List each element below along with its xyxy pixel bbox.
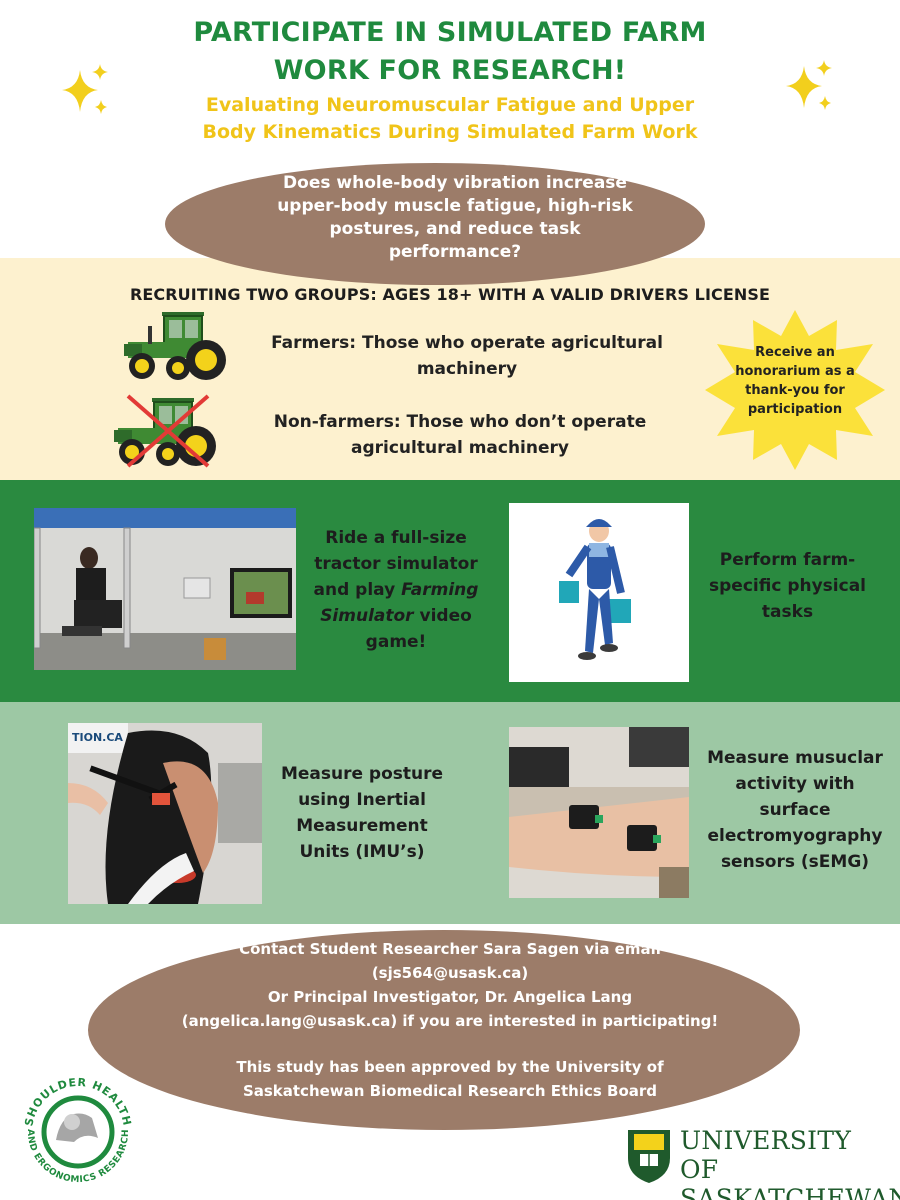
question-line: performance?	[388, 242, 522, 262]
tasks-line: Perform farm-	[719, 550, 856, 570]
semg-photo	[509, 727, 689, 898]
simulator-line: Ride a full-size	[325, 528, 467, 548]
non-farmers-group: Non-farmers: Those who don’t operate agr…	[255, 409, 665, 461]
contact-info: Contact Student Researcher Sara Sagen vi…	[140, 937, 760, 1103]
contact-ellipse	[88, 930, 800, 1130]
imu-description: Measure posture using Inertial Measureme…	[262, 761, 462, 865]
farm-worker-illustration	[509, 503, 689, 682]
simulator-line: game!	[365, 632, 427, 652]
imu-line: using Inertial	[298, 790, 426, 810]
pi-email[interactable]: (angelica.lang@usask.ca) if you are inte…	[181, 1012, 719, 1030]
ethics-line: Saskatchewan Biomedical Research Ethics …	[242, 1082, 658, 1100]
game-title-part: Farming	[401, 580, 479, 600]
semg-line: activity with	[735, 774, 855, 794]
non-farmers-line: Non-farmers: Those who don’t operate	[273, 412, 647, 432]
spacer	[140, 1033, 760, 1055]
honorarium-line: honorarium as a	[735, 364, 855, 379]
simulator-description: Ride a full-size tractor simulator and p…	[296, 525, 496, 655]
page-subtitle: Evaluating Neuromuscular Fatigue and Upp…	[0, 92, 900, 146]
she-research-logo: SHOULDER HEALTH AND ERGONOMICS RESEARCH	[14, 1068, 142, 1196]
recruiting-heading: RECRUITING TWO GROUPS: AGES 18+ WITH A V…	[129, 285, 771, 304]
tasks-line: specific physical	[709, 576, 866, 596]
semg-line: electromyography	[707, 826, 883, 846]
contact-line: Contact Student Researcher Sara Sagen vi…	[239, 940, 661, 958]
simulator-text: and play	[313, 580, 402, 600]
title-line-2: WORK FOR RESEARCH!	[273, 55, 627, 86]
honorarium-text: Receive an honorarium as a thank-you for…	[725, 343, 865, 419]
simulator-photo	[34, 508, 296, 670]
usask-line: SASKATCHEWAN	[680, 1184, 900, 1200]
page-title: PARTICIPATE IN SIMULATED FARM WORK FOR R…	[0, 14, 900, 90]
title-line-1: PARTICIPATE IN SIMULATED FARM	[193, 17, 707, 48]
imu-line: Measurement	[296, 816, 428, 836]
question-ellipse	[165, 163, 705, 285]
question-line: postures, and reduce task	[329, 219, 581, 239]
simulator-line: and play Farming	[296, 577, 496, 603]
farmers-line: Farmers: Those who operate agricultural	[271, 333, 663, 353]
honorarium-line: Receive an	[755, 345, 835, 360]
honorarium-starburst	[705, 310, 885, 470]
semg-description: Measure musuclar activity with surface e…	[696, 745, 894, 875]
tasks-description: Perform farm- specific physical tasks	[700, 547, 875, 625]
farmers-group: Farmers: Those who operate agricultural …	[262, 330, 672, 382]
simulator-line: Simulator video	[296, 603, 496, 629]
ethics-line: This study has been approved by the Univ…	[236, 1058, 664, 1076]
research-question: Does whole-body vibration increase upper…	[240, 172, 670, 264]
subtitle-line-1: Evaluating Neuromuscular Fatigue and Upp…	[205, 94, 695, 116]
game-title-part: Simulator	[320, 606, 414, 626]
simulator-text: video	[413, 606, 472, 626]
semg-line: Measure musuclar	[707, 748, 883, 768]
imu-photo: TION.CA	[68, 723, 262, 904]
contact-line: Or Principal Investigator, Dr. Angelica …	[267, 988, 633, 1006]
semg-line: surface	[759, 800, 831, 820]
simulator-line: tractor simulator	[314, 554, 478, 574]
imu-line: Measure posture	[280, 764, 444, 784]
non-farmers-line: agricultural machinery	[351, 438, 569, 458]
student-email[interactable]: (sjs564@usask.ca)	[371, 964, 529, 982]
usask-shield-icon	[626, 1128, 672, 1184]
usask-line: UNIVERSITY OF	[680, 1126, 852, 1184]
crossed-tractor-icon	[108, 392, 228, 470]
sparkle-icon-right	[782, 58, 836, 114]
farmers-line: machinery	[416, 359, 518, 379]
honorarium-line: participation	[747, 402, 843, 417]
subtitle-line-2: Body Kinematics During Simulated Farm Wo…	[202, 121, 698, 143]
sparkle-icon-left	[58, 62, 112, 118]
question-line: upper-body muscle fatigue, high-risk	[277, 196, 633, 216]
tractor-icon	[118, 306, 238, 384]
tasks-line: tasks	[761, 602, 814, 622]
semg-line: sensors (sEMG)	[720, 852, 870, 872]
usask-wordmark: UNIVERSITY OF SASKATCHEWAN	[680, 1126, 900, 1200]
imu-line: Units (IMU’s)	[299, 842, 425, 862]
photo-wall-text: TION.CA	[72, 731, 123, 744]
question-line: Does whole-body vibration increase	[283, 173, 627, 193]
honorarium-line: thank-you for	[745, 383, 845, 398]
